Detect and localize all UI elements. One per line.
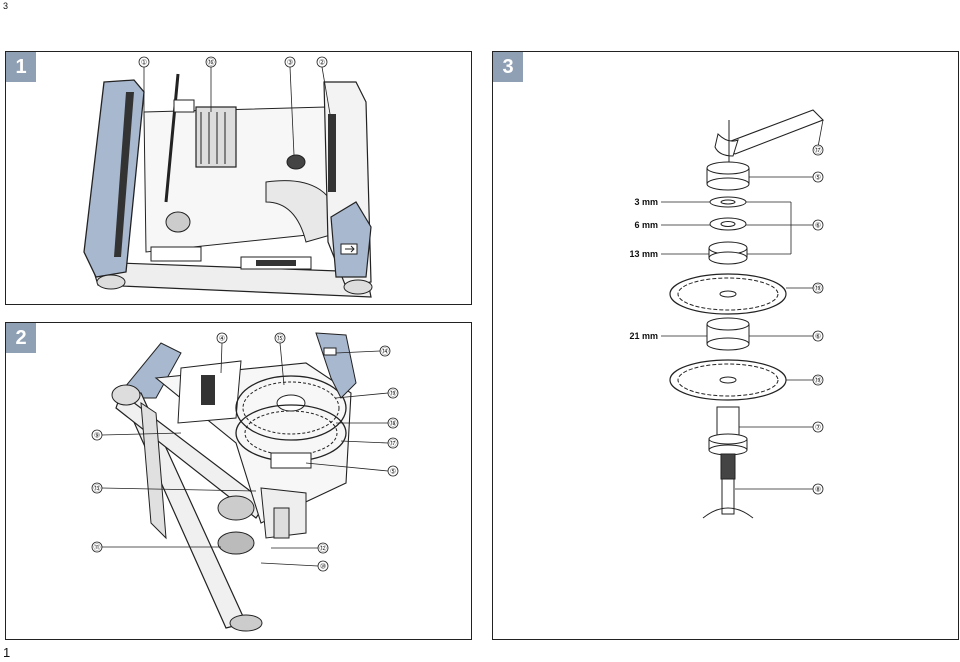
svg-text:⑭: ⑭	[382, 348, 389, 356]
figure-3-callout: ⑲	[812, 374, 824, 386]
figure-2-callout: ④	[216, 332, 228, 344]
figure-2-callout: ⑲	[387, 387, 399, 399]
figure-2-panel: 2	[5, 322, 472, 640]
figure-3-callout: ⑦	[812, 421, 824, 433]
svg-text:⑤: ⑤	[815, 174, 821, 182]
svg-text:⑯: ⑯	[208, 59, 215, 67]
figure-3-illustration: 3 mm 6 mm 13 mm 21 mm ⑰ ⑤ ⑥ ⑲ ⑥ ⑲	[629, 109, 824, 519]
figure-2-callout: ⑱	[387, 417, 399, 429]
svg-text:⑧: ⑧	[815, 486, 821, 494]
svg-text:⑦: ⑦	[815, 424, 821, 432]
svg-text:③: ③	[287, 59, 293, 67]
figure-2-badge: 2	[6, 323, 36, 353]
figure-3-callout: ⑥	[812, 219, 824, 231]
svg-text:⑫: ⑫	[320, 545, 327, 553]
figure-3-callout: ⑥	[812, 330, 824, 342]
figure-2-callout: ⑬	[91, 482, 103, 494]
svg-text:⑤: ⑤	[390, 468, 396, 476]
svg-text:⑲: ⑲	[815, 377, 822, 385]
svg-text:⑰: ⑰	[815, 147, 822, 155]
svg-text:⑨: ⑨	[94, 432, 100, 440]
svg-text:⑲: ⑲	[390, 390, 397, 398]
figure-2-callout: ⑰	[387, 437, 399, 449]
figure-2-illustration: ④ ⑮ ⑭ ⑲ ⑱ ⑰ ⑨ ⑤	[91, 332, 399, 632]
figure-3-callout: ⑧	[812, 483, 824, 495]
figure-1-callout: ⑯	[205, 56, 217, 68]
page-number-bottom: 1	[3, 645, 11, 660]
figure-1-callout: ②	[316, 56, 328, 68]
svg-text:⑮: ⑮	[277, 335, 284, 343]
measurement-label: 6 mm	[634, 220, 658, 230]
measurement-label: 21 mm	[629, 331, 658, 341]
svg-text:⑱: ⑱	[390, 420, 397, 428]
page-number-top: 3	[3, 1, 9, 11]
measurement-label: 13 mm	[629, 249, 658, 259]
figure-1-badge: 1	[6, 52, 36, 82]
svg-text:⑬: ⑬	[94, 485, 101, 493]
measurement-label: 3 mm	[634, 197, 658, 207]
figure-2-callout: ⑮	[274, 332, 286, 344]
figure-2-callout: ⑨	[91, 429, 103, 441]
svg-text:⑰: ⑰	[390, 440, 397, 448]
figure-1-callout: ③	[284, 56, 296, 68]
svg-text:⑲: ⑲	[815, 285, 822, 293]
svg-text:⑥: ⑥	[815, 222, 821, 230]
figure-2-callout: ⑩	[317, 560, 329, 572]
figure-1-callout: ①	[138, 56, 150, 68]
figure-2-callout: ⑫	[317, 542, 329, 554]
figure-3-callout: ⑤	[812, 171, 824, 183]
figure-2-callout: ⑭	[379, 345, 391, 357]
figure-1-panel: 1	[5, 51, 472, 305]
svg-text:⑩: ⑩	[320, 563, 326, 571]
figure-2-callout: ⑪	[91, 541, 103, 553]
figure-3-callout: ⑰	[812, 144, 824, 156]
svg-text:④: ④	[219, 335, 225, 343]
svg-text:⑪: ⑪	[94, 544, 101, 552]
svg-text:⑥: ⑥	[815, 333, 821, 341]
figure-3-panel: 3	[492, 51, 959, 640]
svg-text:②: ②	[319, 59, 325, 67]
figure-3-badge: 3	[493, 52, 523, 82]
svg-text:①: ①	[141, 59, 147, 67]
figure-2-callout: ⑤	[387, 465, 399, 477]
figure-3-callout: ⑲	[812, 282, 824, 294]
figure-1-illustration: ① ⑯ ③ ②	[83, 56, 373, 298]
